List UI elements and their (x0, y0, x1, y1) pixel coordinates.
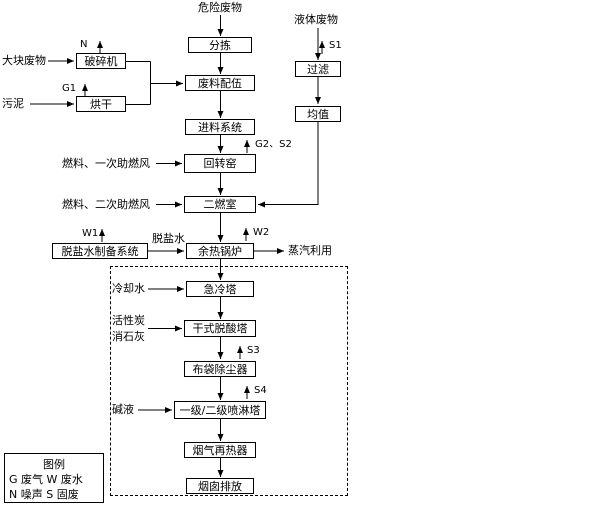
emission-label-s3: S3 (247, 345, 260, 356)
node-stack-discharge: 烟囱排放 (186, 478, 254, 494)
node-filtration: 过滤 (295, 61, 341, 77)
node-sorting: 分拣 (188, 37, 252, 53)
node-waste-blending: 废料配伍 (185, 75, 255, 91)
label-fuel-primary-air: 燃料、一次助燃风 (62, 157, 150, 170)
legend-row-2: N 噪声 S 固废 (9, 487, 79, 501)
label-slaked-lime: 消石灰 (112, 330, 145, 343)
node-equalization: 均值 (295, 106, 341, 122)
label-fuel-secondary-air: 燃料、二次助燃风 (62, 198, 150, 211)
emission-label-w2: W2 (253, 227, 270, 238)
emission-label-s4: S4 (254, 385, 267, 396)
label-steam-utilization: 蒸汽利用 (288, 244, 332, 257)
label-hazardous-waste: 危险废物 (198, 1, 242, 14)
emission-label-w1: W1 (82, 228, 99, 239)
node-bag-dust-collector: 布袋除尘器 (184, 361, 256, 377)
node-dryer: 烘干 (76, 96, 126, 112)
legend-box: 图例 G 废气 W 废水 N 噪声 S 固废 (4, 453, 104, 503)
label-cooling-water: 冷却水 (112, 282, 145, 295)
node-rotary-kiln: 回转窑 (184, 154, 256, 173)
pretreatment-connectors (30, 58, 183, 107)
label-alkali-solution: 碱液 (112, 403, 134, 416)
label-sludge: 污泥 (2, 97, 24, 110)
label-activated-carbon: 活性炭 (112, 314, 145, 327)
label-liquid-waste: 液体废物 (294, 13, 338, 26)
emission-label-g2-s2: G2、S2 (255, 139, 292, 150)
legend-title: 图例 (43, 458, 65, 471)
emission-label-g1: G1 (62, 83, 77, 94)
input-arrows (138, 160, 184, 413)
label-bulk-waste: 大块废物 (2, 54, 46, 67)
legend-row-1: G 废气 W 废水 (9, 473, 83, 486)
liquid-waste-connectors (258, 28, 321, 208)
label-demin-water: 脱盐水 (152, 232, 185, 245)
node-waste-heat-boiler: 余热锅炉 (186, 243, 254, 259)
node-spray-tower: 一级/二级喷淋塔 (174, 401, 266, 419)
emission-arrows (82, 41, 325, 399)
node-flue-gas-reheater: 烟气再热器 (184, 442, 256, 458)
emission-label-n: N (80, 39, 88, 50)
flue-gas-treatment-boundary (110, 266, 348, 496)
node-demin-water-system: 脱盐水制备系统 (52, 243, 148, 259)
node-feeding-system: 进料系统 (185, 119, 255, 135)
node-dry-deacidification-tower: 干式脱酸塔 (184, 320, 256, 337)
node-quench-tower: 急冷塔 (186, 281, 254, 297)
node-crusher: 破碎机 (76, 53, 126, 69)
node-secondary-combustion-chamber: 二燃室 (184, 196, 256, 213)
emission-label-s1: S1 (329, 40, 342, 51)
